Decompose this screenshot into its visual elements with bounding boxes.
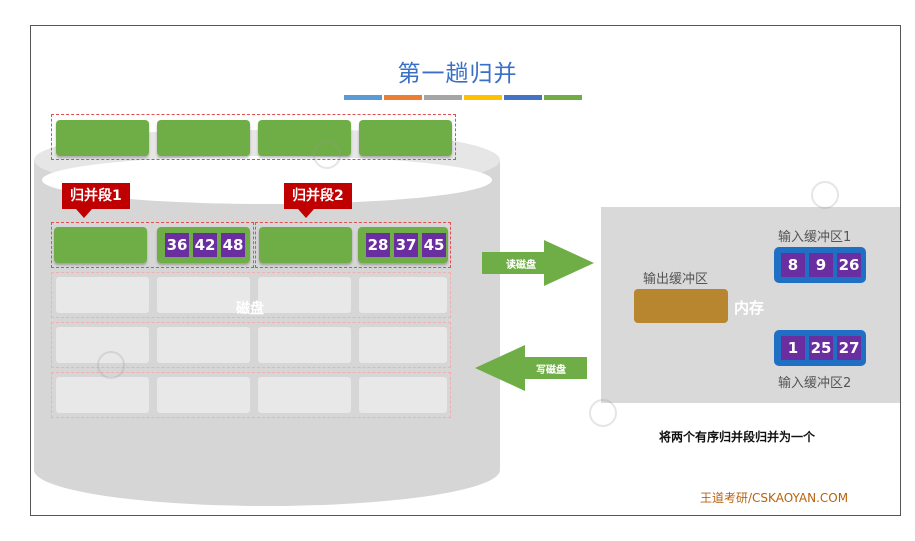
top-green-block-2	[157, 120, 250, 156]
input-buffer1-label: 输入缓冲区1	[778, 230, 852, 245]
watermark-logo-icon	[811, 181, 839, 209]
input-buffer1-value-1: 8	[781, 253, 805, 277]
segment1-value-2: 42	[193, 233, 217, 257]
segment2-value-3: 45	[422, 233, 446, 257]
footer-brand: 王道考研/CSKAOYAN.COM	[700, 491, 849, 505]
title-bar-5	[504, 95, 542, 100]
read-disk-label: 读磁盘	[506, 260, 536, 271]
faint-block-r1-2	[157, 277, 250, 313]
watermark-logo-icon	[589, 399, 617, 427]
top-green-block-3	[258, 120, 351, 156]
watermark-logo-icon	[97, 351, 125, 379]
faint-block-r1-4	[359, 277, 447, 313]
segment1-values: 36 42 48	[165, 233, 245, 257]
segment1-dashed	[51, 222, 254, 268]
output-buffer	[634, 289, 728, 323]
input-buffer2-value-3: 27	[837, 336, 861, 360]
read-disk-arrow	[482, 240, 594, 286]
faint-block-r2-4	[359, 327, 447, 363]
segment2-dashed	[255, 222, 451, 268]
input-buffer2-value-1: 1	[781, 336, 805, 360]
segment2-values: 28 37 45	[366, 233, 446, 257]
caption: 将两个有序归并段归并为一个	[659, 430, 816, 444]
watermark-logo-icon	[313, 141, 341, 169]
faint-block-r3-2	[157, 377, 250, 413]
title-bar-2	[384, 95, 422, 100]
faint-block-r3-3	[258, 377, 351, 413]
segment1-value-3: 48	[221, 233, 245, 257]
top-green-block-4	[359, 120, 452, 156]
input-buffer1-value-3: 26	[837, 253, 861, 277]
faint-block-r1-1	[56, 277, 149, 313]
title-bar-1	[344, 95, 382, 100]
title-bar-4	[464, 95, 502, 100]
input-buffer2-label: 输入缓冲区2	[778, 376, 852, 391]
top-dashed-group	[51, 114, 456, 160]
write-disk-arrow	[475, 345, 587, 391]
title-bar-3	[424, 95, 462, 100]
disk-label: 磁盘	[236, 301, 264, 317]
input-buffer1-values: 8 9 26	[781, 253, 861, 277]
slide-title: 第一趟归并	[397, 61, 518, 87]
input-buffer2-value-2: 25	[809, 336, 833, 360]
faint-block-r3-1	[56, 377, 149, 413]
segment1-value-1: 36	[165, 233, 189, 257]
output-buffer-label: 输出缓冲区	[643, 272, 709, 287]
input-buffer1-value-2: 9	[809, 253, 833, 277]
faint-block-r3-4	[359, 377, 447, 413]
segment1-label: 归并段1	[62, 183, 130, 218]
write-disk-label: 写磁盘	[536, 365, 566, 376]
faint-block-r2-3	[258, 327, 351, 363]
faint-row-3-dashed	[51, 372, 451, 418]
faint-block-r2-2	[157, 327, 250, 363]
faint-block-r1-3	[258, 277, 351, 313]
segment2-label: 归并段2	[284, 183, 352, 218]
top-green-block-1	[56, 120, 149, 156]
segment2-value-2: 37	[394, 233, 418, 257]
memory-label: 内存	[734, 299, 765, 317]
title-bar-6	[544, 95, 582, 100]
faint-row-2-dashed	[51, 322, 451, 368]
segment2-empty-block	[259, 227, 352, 263]
segment2-value-1: 28	[366, 233, 390, 257]
input-buffer2-values: 1 25 27	[781, 336, 861, 360]
segment1-empty-block	[54, 227, 147, 263]
faint-row-1-dashed	[51, 272, 451, 318]
faint-block-r2-1	[56, 327, 149, 363]
